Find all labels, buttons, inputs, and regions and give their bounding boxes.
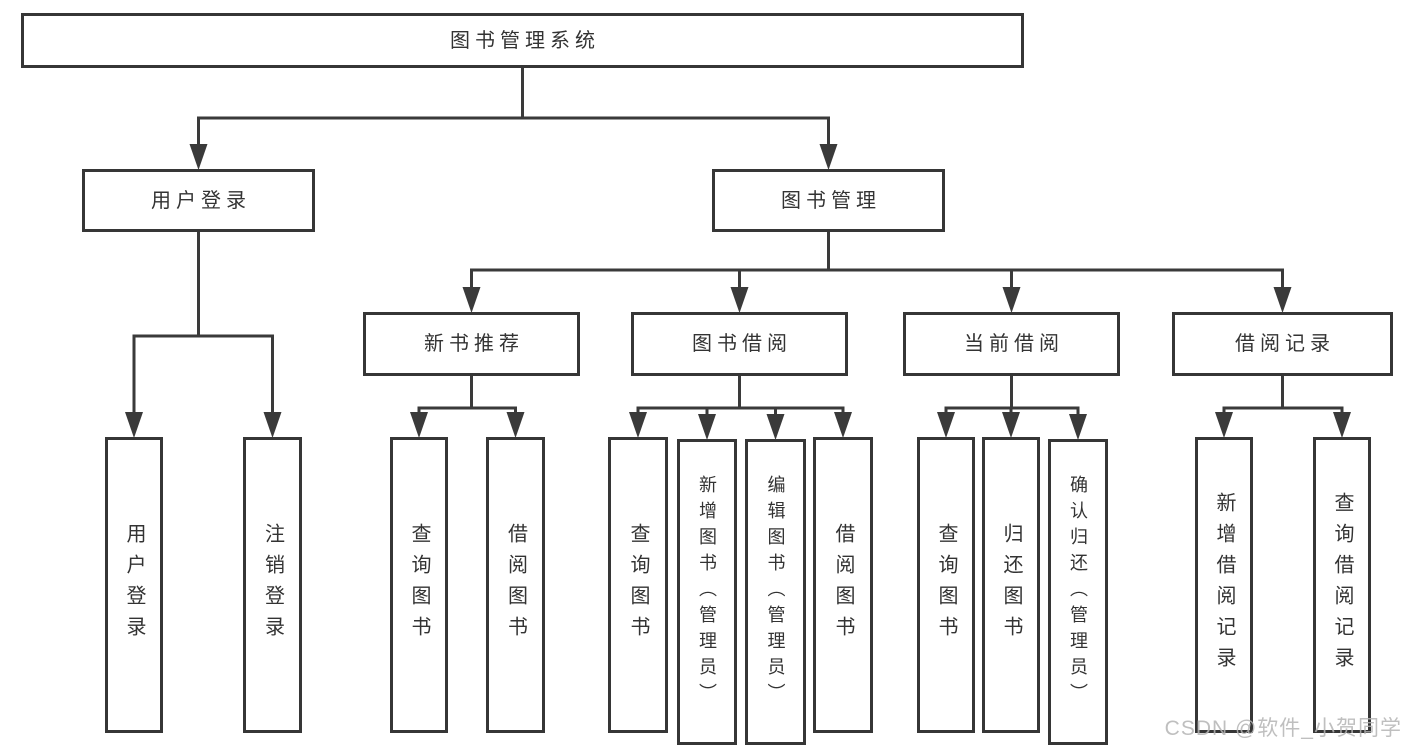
arrowhead-icon bbox=[125, 412, 143, 438]
node-label: 新书推荐 bbox=[424, 333, 524, 355]
node-book-management-module: 图书管理 bbox=[712, 169, 945, 232]
node-label: 查询借阅记录 bbox=[1331, 492, 1353, 678]
arrowhead-icon bbox=[506, 412, 525, 438]
arrowhead-icon bbox=[1333, 412, 1351, 438]
node-label: 查询图书 bbox=[627, 523, 649, 647]
node-user-login-action: 用户登录 bbox=[105, 437, 163, 733]
arrowhead-icon bbox=[1002, 287, 1021, 313]
node-label: 图书管理 bbox=[781, 189, 881, 212]
node-label: 确认归还（管理员） bbox=[1068, 475, 1088, 709]
node-label: 归还图书 bbox=[1000, 523, 1022, 647]
node-return-books: 归还图书 bbox=[982, 437, 1040, 733]
node-label: 用户登录 bbox=[151, 189, 251, 212]
arrowhead-icon bbox=[629, 412, 647, 438]
arrowhead-icon bbox=[410, 412, 428, 438]
arrowhead-icon bbox=[263, 412, 282, 438]
node-borrow-books-1: 借阅图书 bbox=[486, 437, 545, 733]
node-logout-action: 注销登录 bbox=[243, 437, 302, 733]
node-add-borrow-record: 新增借阅记录 bbox=[1195, 437, 1253, 733]
arrowhead-icon bbox=[1069, 414, 1087, 440]
node-edit-books-admin: 编辑图书（管理员） bbox=[745, 439, 806, 745]
arrowhead-icon bbox=[819, 144, 838, 170]
node-add-books-admin: 新增图书（管理员） bbox=[677, 439, 737, 745]
arrowhead-icon bbox=[1273, 287, 1292, 313]
node-user-login-module: 用户登录 bbox=[82, 169, 315, 232]
node-label: 图书管理系统 bbox=[450, 29, 600, 52]
node-query-books-2: 查询图书 bbox=[608, 437, 668, 733]
node-label: 注销登录 bbox=[261, 523, 284, 647]
arrowhead-icon bbox=[766, 414, 785, 440]
arrowhead-icon bbox=[189, 144, 208, 170]
node-label: 编辑图书（管理员） bbox=[765, 475, 786, 709]
node-borrowing-records: 借阅记录 bbox=[1172, 312, 1393, 376]
arrowhead-icon bbox=[730, 287, 749, 313]
arrowhead-icon bbox=[1002, 412, 1020, 438]
arrowhead-icon bbox=[698, 414, 716, 440]
node-query-books-1: 查询图书 bbox=[390, 437, 448, 733]
node-label: 图书借阅 bbox=[692, 333, 792, 355]
arrowhead-icon bbox=[937, 412, 955, 438]
node-label: 查询图书 bbox=[408, 523, 430, 647]
arrowhead-icon bbox=[1215, 412, 1233, 438]
node-book-borrowing: 图书借阅 bbox=[631, 312, 848, 376]
node-borrow-books-2: 借阅图书 bbox=[813, 437, 873, 733]
node-label: 新增图书（管理员） bbox=[697, 475, 717, 709]
arrowhead-icon bbox=[462, 287, 481, 313]
node-label: 借阅图书 bbox=[832, 523, 854, 647]
node-label: 新增借阅记录 bbox=[1213, 492, 1235, 678]
node-label: 用户登录 bbox=[123, 523, 145, 647]
node-confirm-return-admin: 确认归还（管理员） bbox=[1048, 439, 1108, 745]
arrowhead-icon bbox=[834, 412, 852, 438]
node-label: 借阅图书 bbox=[504, 523, 527, 647]
node-new-book-recommend: 新书推荐 bbox=[363, 312, 580, 376]
node-query-borrow-record: 查询借阅记录 bbox=[1313, 437, 1371, 733]
node-label: 当前借阅 bbox=[964, 333, 1064, 355]
watermark: CSDN @软件_小贺同学 bbox=[1164, 717, 1402, 740]
node-current-borrowing: 当前借阅 bbox=[903, 312, 1120, 376]
node-label: 查询图书 bbox=[935, 523, 957, 647]
node-query-books-3: 查询图书 bbox=[917, 437, 975, 733]
node-root-system: 图书管理系统 bbox=[21, 13, 1024, 68]
node-label: 借阅记录 bbox=[1235, 333, 1335, 355]
